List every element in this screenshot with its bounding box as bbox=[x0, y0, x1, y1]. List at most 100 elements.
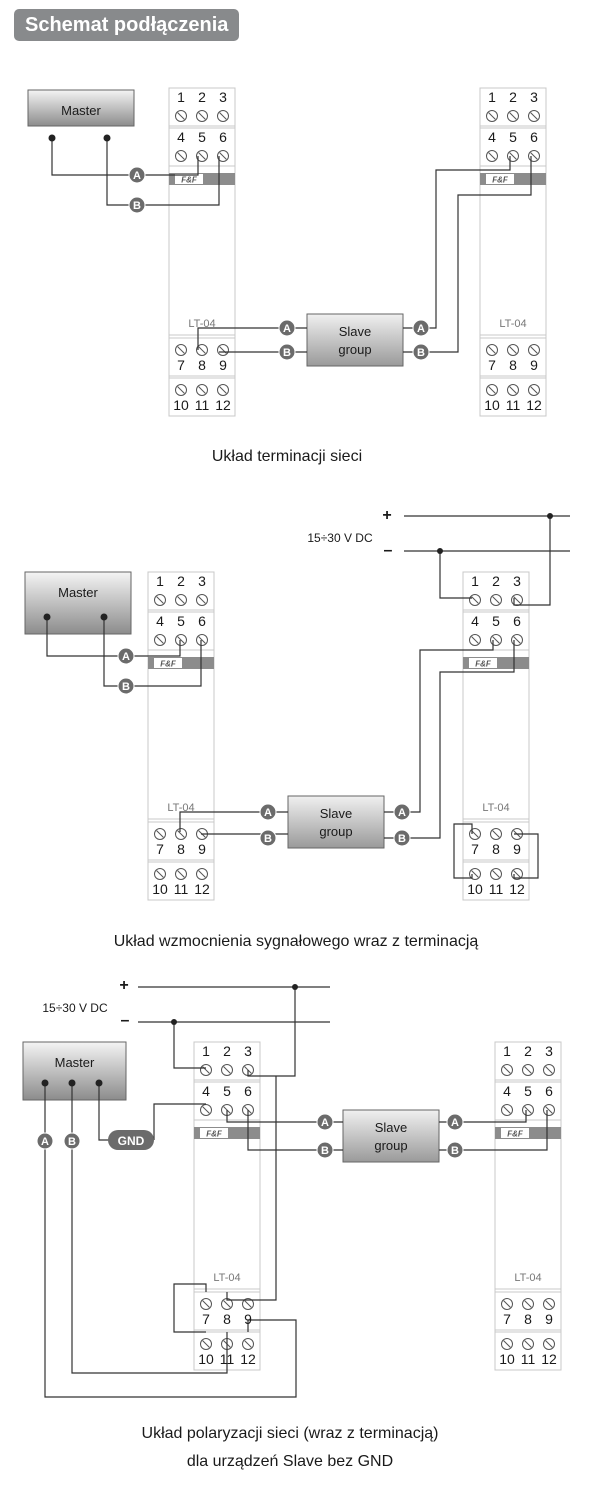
junction-dot bbox=[547, 513, 553, 519]
screw-slot-icon bbox=[202, 1300, 210, 1308]
terminal-number: 1 bbox=[202, 1043, 210, 1059]
slave-label: group bbox=[374, 1138, 407, 1153]
terminal-number: 8 bbox=[524, 1311, 532, 1327]
signal-badge-label: A bbox=[133, 170, 141, 182]
terminal-number: 1 bbox=[503, 1043, 511, 1059]
terminal-number: 11 bbox=[521, 1351, 536, 1367]
voltage-label: 15÷30 V DC bbox=[42, 1001, 108, 1015]
slave-label: group bbox=[338, 342, 371, 357]
wire bbox=[153, 1103, 206, 1140]
brand-logo-box bbox=[469, 658, 497, 668]
terminal-number: 10 bbox=[484, 397, 500, 413]
wire bbox=[173, 1022, 206, 1069]
brand-logo: F&F bbox=[492, 176, 509, 185]
wire bbox=[513, 833, 539, 879]
terminal-number: 8 bbox=[177, 841, 185, 857]
terminal-number: 6 bbox=[545, 1083, 553, 1099]
section-title: Schemat podłączenia bbox=[14, 9, 239, 41]
terminal-number: 7 bbox=[488, 357, 496, 373]
wire bbox=[384, 640, 515, 839]
wire bbox=[98, 1083, 110, 1141]
terminal-number: 3 bbox=[198, 573, 206, 589]
screw-slot-icon bbox=[219, 112, 227, 120]
screw-slot-icon bbox=[509, 112, 517, 120]
screw-slot-icon bbox=[156, 830, 164, 838]
screw-slot-icon bbox=[471, 830, 479, 838]
terminal-number: 4 bbox=[471, 613, 479, 629]
brand-logo-box bbox=[486, 174, 514, 184]
signal-badge-b bbox=[259, 829, 277, 847]
terminal-number: 11 bbox=[220, 1351, 235, 1367]
terminal-dot bbox=[100, 613, 108, 621]
terminal-number: 12 bbox=[526, 397, 542, 413]
screw-slot-icon bbox=[177, 112, 185, 120]
terminal-number: 12 bbox=[215, 397, 231, 413]
terminal-number: 7 bbox=[202, 1311, 210, 1327]
terminal-number: 6 bbox=[244, 1083, 252, 1099]
wire bbox=[403, 156, 532, 353]
screw-slot-icon bbox=[545, 1106, 553, 1114]
caption-amplification: Układ wzmocnienia sygnałowego wraz z ter… bbox=[114, 933, 479, 950]
terminal-number: 10 bbox=[499, 1351, 515, 1367]
screw-slot-icon bbox=[198, 346, 206, 354]
terminal-number: 2 bbox=[509, 89, 517, 105]
terminal-number: 9 bbox=[244, 1311, 252, 1327]
terminal-number: 12 bbox=[240, 1351, 256, 1367]
wire bbox=[439, 551, 472, 599]
screw-slot-icon bbox=[524, 1300, 532, 1308]
minus-symbol: – bbox=[121, 1012, 130, 1029]
terminal-dot bbox=[103, 134, 111, 142]
signal-badge-label: B bbox=[451, 1145, 459, 1157]
signal-badge-a bbox=[446, 1113, 464, 1131]
screw-slot-icon bbox=[244, 1300, 252, 1308]
screw-slot-icon bbox=[177, 636, 185, 644]
screw-slot-icon bbox=[471, 636, 479, 644]
screw-slot-icon bbox=[530, 152, 538, 160]
signal-badge-b bbox=[412, 343, 430, 361]
slave-label: Slave bbox=[375, 1120, 408, 1135]
terminal-number: 8 bbox=[223, 1311, 231, 1327]
screw-slot-icon bbox=[219, 152, 227, 160]
brand-logo-box bbox=[154, 658, 182, 668]
terminal-number: 4 bbox=[202, 1083, 210, 1099]
brand-logo-box bbox=[175, 174, 203, 184]
caption-polarization-2: dla urządzeń Slave bez GND bbox=[187, 1453, 393, 1470]
wire bbox=[247, 1110, 343, 1151]
caption-termination: Układ terminacji sieci bbox=[212, 448, 362, 465]
gnd-badge bbox=[108, 1130, 154, 1150]
signal-badge-b bbox=[393, 829, 411, 847]
signal-badge-b bbox=[128, 196, 146, 214]
screw-slot-icon bbox=[509, 386, 517, 394]
screw-slot-icon bbox=[223, 1066, 231, 1074]
terminal-number: 10 bbox=[152, 881, 168, 897]
terminal-number: 10 bbox=[467, 881, 483, 897]
model-label: LT-04 bbox=[482, 802, 509, 814]
terminal-number: 5 bbox=[524, 1083, 532, 1099]
screw-slot-icon bbox=[503, 1066, 511, 1074]
terminal-number: 5 bbox=[492, 613, 500, 629]
terminal-number: 5 bbox=[223, 1083, 231, 1099]
screw-slot-icon bbox=[545, 1300, 553, 1308]
brand-logo-box bbox=[501, 1128, 529, 1138]
terminal-number: 4 bbox=[503, 1083, 511, 1099]
screw-slot-icon bbox=[513, 596, 521, 604]
slave-group-device bbox=[342, 1109, 440, 1163]
plus-symbol: + bbox=[119, 977, 128, 994]
wire bbox=[51, 138, 199, 176]
terminal-number: 3 bbox=[244, 1043, 252, 1059]
screw-slot-icon bbox=[488, 112, 496, 120]
screw-slot-icon bbox=[503, 1106, 511, 1114]
screw-slot-icon bbox=[177, 346, 185, 354]
screw-slot-icon bbox=[156, 636, 164, 644]
screw-slot-icon bbox=[524, 1106, 532, 1114]
screw-slot-icon bbox=[244, 1340, 252, 1348]
screw-slot-icon bbox=[471, 596, 479, 604]
screw-slot-icon bbox=[530, 386, 538, 394]
screw-slot-icon bbox=[488, 152, 496, 160]
screw-slot-icon bbox=[177, 830, 185, 838]
terminal-number: 9 bbox=[513, 841, 521, 857]
terminal-number: 9 bbox=[530, 357, 538, 373]
wire bbox=[103, 617, 202, 687]
screw-slot-icon bbox=[513, 870, 521, 878]
signal-badge-label: A bbox=[283, 323, 291, 335]
